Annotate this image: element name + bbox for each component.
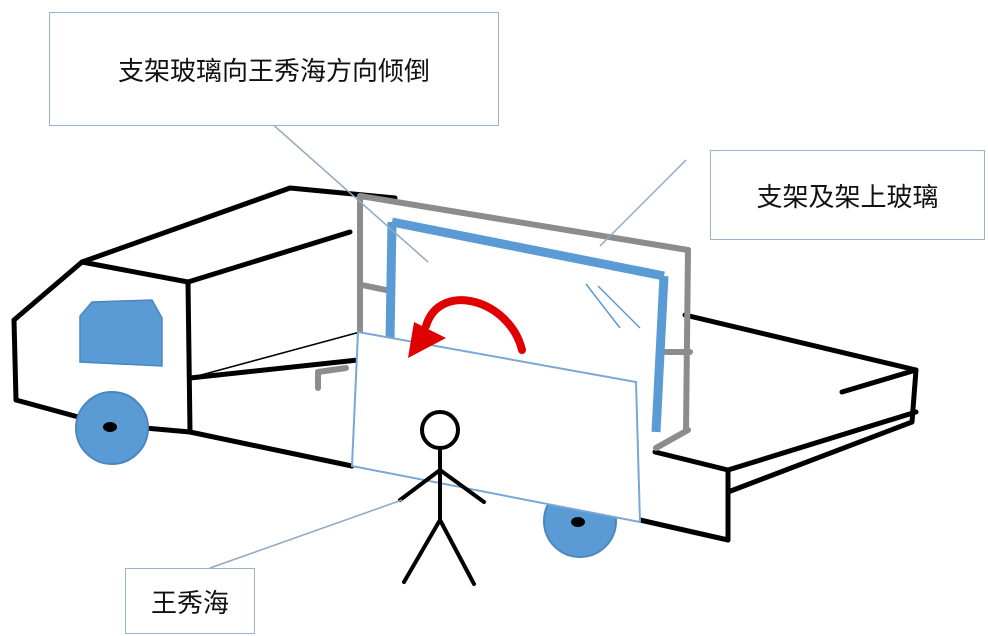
bed-lower-edge-2: [637, 517, 731, 543]
person-name-text: 王秀海: [150, 588, 229, 619]
leader-tilt: [269, 121, 429, 263]
rack-frame: [315, 193, 693, 451]
rack-glass-callout: 支架及架上玻璃: [710, 150, 985, 240]
rack-right-post: [683, 247, 691, 433]
rack-right-foot: [653, 427, 691, 451]
bed-lower-edge: [187, 429, 355, 469]
front-wheel: [75, 391, 149, 465]
cab-roof: [11, 185, 398, 323]
bed-far-rail: [682, 312, 919, 495]
glass-reflection-2: [597, 285, 641, 329]
tilt-direction-callout: 支架玻璃向王秀海方向倾倒: [49, 12, 499, 126]
glass-reflection-1: [585, 283, 621, 329]
leader-rack: [599, 159, 687, 247]
rack-glass-text: 支架及架上玻璃: [756, 182, 939, 213]
cab-rear: [185, 279, 193, 435]
truck-outline: [11, 185, 919, 543]
curved-arrow-icon: [408, 296, 526, 358]
leader-person: [209, 499, 403, 569]
bed-inner-line: [189, 331, 361, 379]
glass-left-edge: [385, 221, 397, 341]
tailgate: [725, 409, 919, 473]
leader-lines: [209, 121, 687, 569]
cab-bottom-rear: [142, 425, 193, 435]
cab-window: [79, 299, 163, 367]
bed-near-rail-2: [187, 357, 361, 381]
cab-bottom: [13, 397, 85, 421]
far-rear: [839, 367, 919, 395]
cab-roof-far: [79, 229, 353, 285]
rack-top-bar: [357, 193, 691, 253]
rack-left-brace: [359, 282, 389, 293]
stick-figure-icon: [398, 410, 486, 586]
tilt-direction-text: 支架玻璃向王秀海方向倾倒: [117, 56, 430, 87]
falling-glass: [350, 330, 642, 524]
rack-left-foot: [315, 365, 349, 391]
glass-top-edge: [391, 217, 665, 281]
cab-front: [11, 317, 19, 403]
person-callout: 王秀海: [125, 568, 255, 634]
glass-right-edge: [651, 275, 669, 433]
bed-near-rail: [652, 449, 731, 473]
